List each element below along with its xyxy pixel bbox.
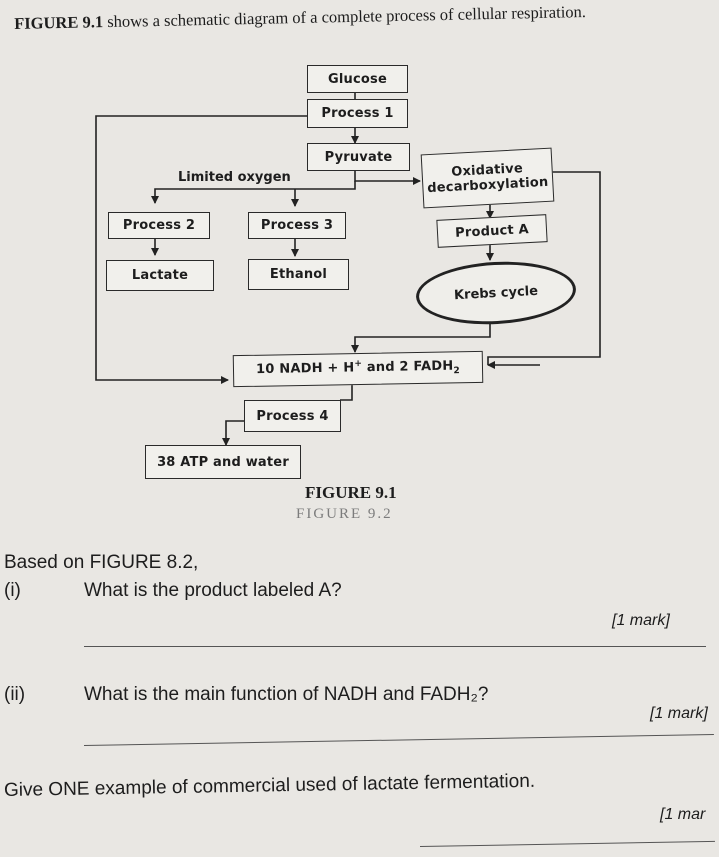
intro-text: FIGURE 9.1 shows a schematic diagram of …: [14, 0, 714, 34]
process1-box: Process 1: [307, 99, 408, 128]
based-on-line: Based on FIGURE 8.2,: [4, 552, 199, 573]
lactate-box: Lactate: [106, 260, 214, 291]
glucose-box: Glucose: [307, 65, 408, 93]
q3-mark: [1 mar: [660, 806, 706, 823]
respiration-diagram: Glucose Process 1 Pyruvate Limited oxyge…: [0, 55, 719, 485]
q1-answer-line: [84, 646, 706, 647]
q1-number: (i): [4, 580, 21, 601]
krebs-cycle-label: Krebs cycle: [453, 283, 539, 303]
process2-label: Process 2: [122, 218, 196, 233]
q2-text: What is the main function of NADH and FA…: [84, 684, 489, 705]
product-a-box: Product A: [436, 214, 548, 248]
figure-caption-ghost: FIGURE 9.2: [296, 506, 393, 522]
intro-description: shows a schematic diagram of a complete …: [107, 2, 587, 32]
atp-water-box: 38 ATP and water: [145, 445, 301, 479]
ethanol-label: Ethanol: [269, 267, 328, 282]
q3-answer-line: [419, 840, 715, 847]
q2-answer-line: [83, 734, 714, 746]
q1-text: What is the product labeled A?: [84, 580, 342, 601]
product-a-label: Product A: [454, 221, 530, 241]
process4-box: Process 4: [244, 400, 341, 432]
figure-reference: FIGURE 9.1: [14, 12, 104, 33]
q3-text: Give ONE example of commercial used of l…: [3, 770, 536, 801]
nadh-text: 10 NADH + H+ and 2 FADH2: [255, 358, 461, 378]
pyruvate-box: Pyruvate: [307, 143, 410, 171]
q2-mark: [1 mark]: [650, 705, 708, 722]
pyruvate-label: Pyruvate: [324, 149, 393, 165]
ethanol-box: Ethanol: [248, 259, 349, 290]
process3-box: Process 3: [248, 212, 346, 239]
atp-water-label: 38 ATP and water: [157, 454, 289, 470]
oxidative-label: Oxidative decarboxylation: [426, 161, 549, 197]
nadh-fadh-box: 10 NADH + H+ and 2 FADH2: [232, 350, 484, 388]
diagram-connectors: [95, 92, 601, 446]
glucose-label: Glucose: [328, 71, 387, 87]
q2-number: (ii): [4, 684, 26, 705]
process1-label: Process 1: [321, 106, 394, 121]
process3-label: Process 3: [260, 218, 334, 233]
lactate-label: Lactate: [131, 268, 189, 283]
figure-caption: FIGURE 9.1: [305, 483, 397, 502]
process4-label: Process 4: [256, 408, 329, 424]
process2-box: Process 2: [108, 212, 210, 239]
q1-mark: [1 mark]: [612, 612, 670, 629]
limited-oxygen-label: Limited oxygen: [178, 170, 291, 185]
oxidative-box: Oxidative decarboxylation: [420, 147, 555, 209]
